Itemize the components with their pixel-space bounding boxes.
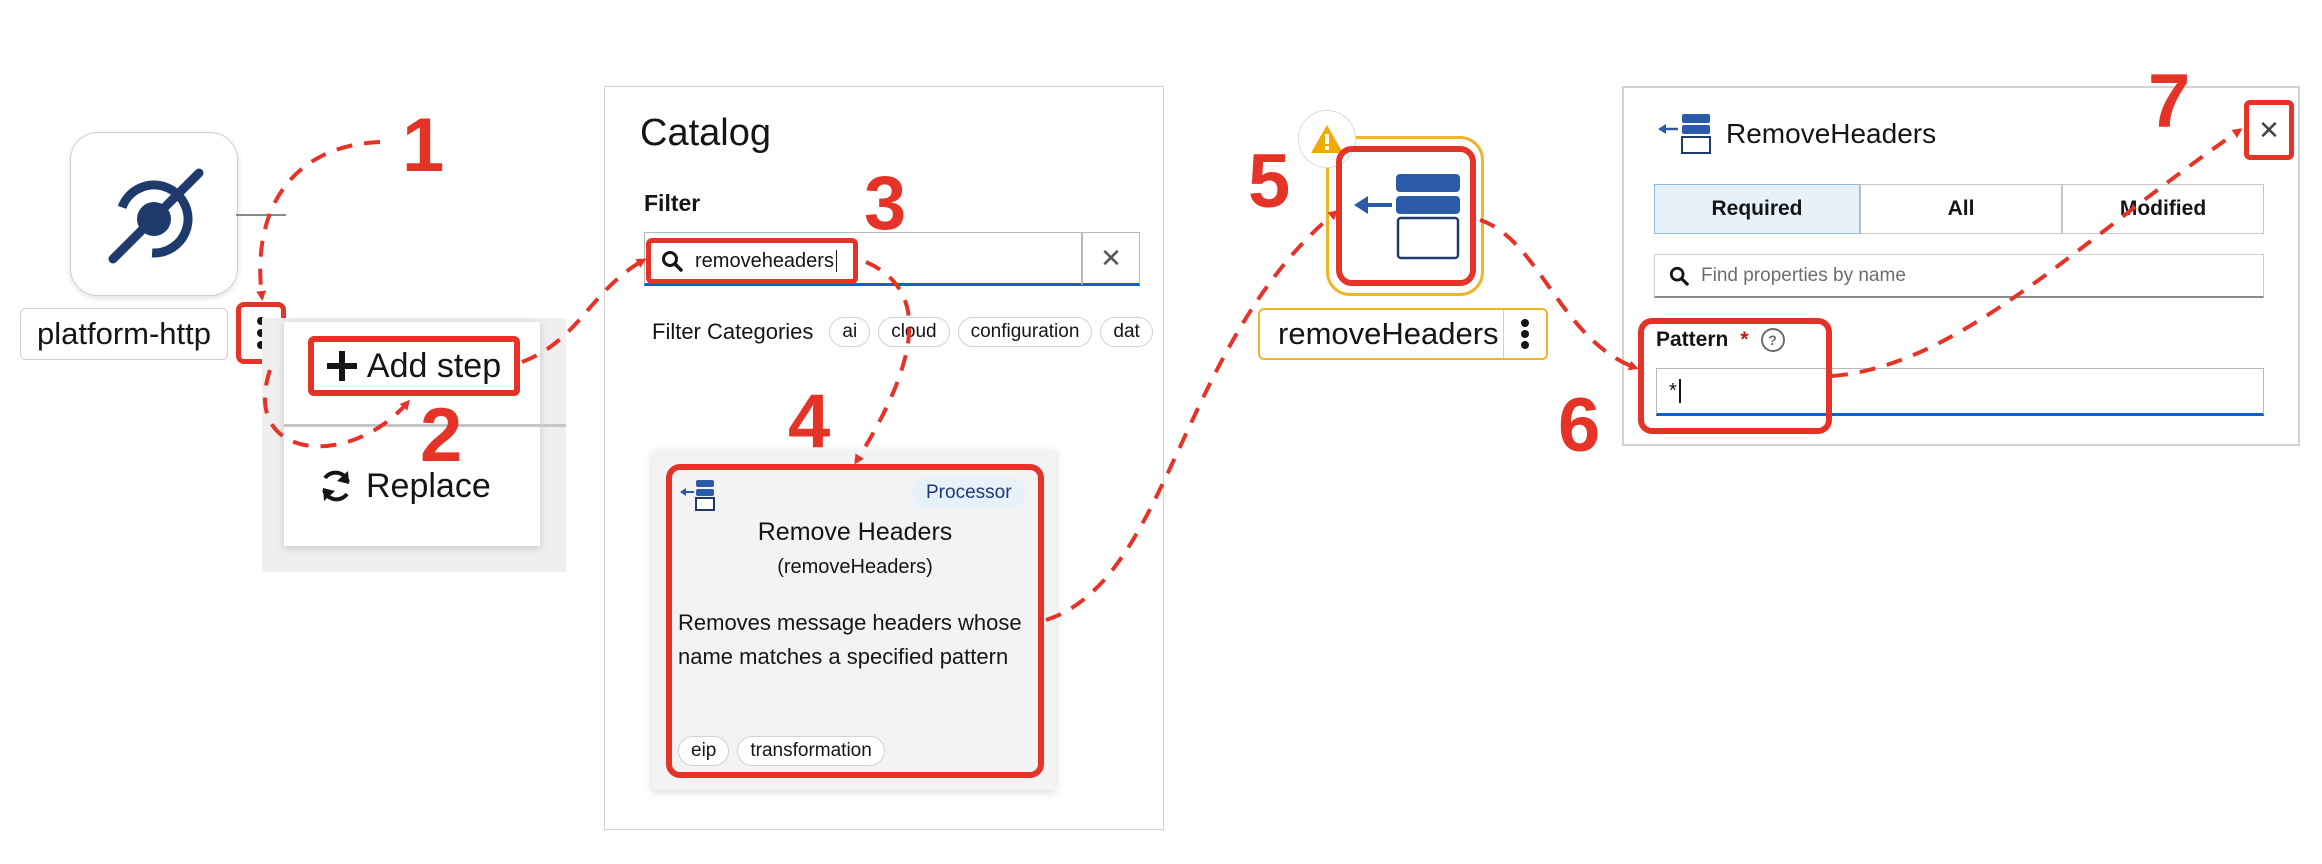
processor-badge: Processor <box>912 478 1026 508</box>
pattern-highlight <box>1638 318 1832 434</box>
step-number-2: 2 <box>420 393 463 478</box>
platform-http-node[interactable] <box>70 132 238 296</box>
category-chip-dat[interactable]: dat <box>1100 317 1153 347</box>
step-number-7: 7 <box>2148 59 2191 144</box>
filter-categories: Filter Categories ai cloud configuration… <box>652 312 1160 352</box>
pattern-field-label: Pattern * ? <box>1656 328 1785 352</box>
search-icon <box>662 251 683 272</box>
node-kebab-button[interactable] <box>1503 310 1546 358</box>
kebab-icon <box>1521 319 1529 349</box>
step-number-4: 4 <box>788 379 831 464</box>
remove-headers-icon <box>680 478 716 519</box>
tile-tags: eip transformation <box>678 736 885 766</box>
filter-label: Filter <box>644 190 701 216</box>
filter-categories-label: Filter Categories <box>652 319 814 344</box>
tile-title: Remove Headers <box>757 518 953 546</box>
step-number-3: 3 <box>864 161 907 246</box>
category-chip-cloud[interactable]: cloud <box>878 317 950 347</box>
tab-required[interactable]: Required <box>1654 184 1860 234</box>
pattern-value: * <box>1669 379 1677 402</box>
close-icon: ✕ <box>1100 242 1122 273</box>
warning-icon <box>1311 125 1343 153</box>
search-icon <box>1669 266 1689 286</box>
tag-eip: eip <box>678 736 730 766</box>
plus-icon <box>326 351 357 381</box>
node-label-platform-http[interactable]: platform-http <box>20 308 229 360</box>
close-button[interactable]: ✕ <box>2244 100 2294 160</box>
menu-divider <box>284 424 566 427</box>
search-input[interactable]: removeheaders <box>646 238 858 284</box>
tab-all[interactable]: All <box>1860 184 2062 234</box>
required-marker: * <box>1740 328 1749 351</box>
clear-search-button[interactable]: ✕ <box>1082 232 1140 286</box>
replace-menu-item[interactable]: Replace <box>318 458 491 514</box>
pattern-label-text: Pattern <box>1656 328 1729 351</box>
sync-icon <box>322 470 350 502</box>
arrow-step-1 <box>256 140 381 301</box>
close-icon: ✕ <box>2258 114 2280 145</box>
category-chip-ai[interactable]: ai <box>829 317 871 347</box>
add-step-menu-item[interactable]: Add step <box>308 336 520 396</box>
edge-connector <box>236 214 286 216</box>
remove-headers-icon-large <box>1354 174 1460 260</box>
config-title: RemoveHeaders <box>1726 118 1937 149</box>
node-highlight <box>1336 146 1476 286</box>
search-value: removeheaders <box>695 249 834 272</box>
text-cursor <box>835 250 837 272</box>
help-icon[interactable]: ? <box>1760 328 1785 352</box>
replace-label: Replace <box>366 466 491 505</box>
text-cursor <box>1678 379 1681 403</box>
tile-highlight <box>666 464 1044 778</box>
add-step-label: Add step <box>366 346 502 385</box>
tile-description: Removes message headers whose name match… <box>678 610 1022 669</box>
catalog-title: Catalog <box>640 112 771 154</box>
tag-transformation: transformation <box>737 736 885 766</box>
find-properties-input[interactable]: Find properties by name <box>1654 254 2264 298</box>
node-label-text: removeHeaders <box>1278 316 1499 351</box>
tile-subtitle: (removeHeaders) <box>777 556 933 578</box>
no-listening-icon <box>108 168 204 264</box>
category-chip-configuration[interactable]: configuration <box>957 317 1093 347</box>
tab-modified[interactable]: Modified <box>2062 184 2264 234</box>
step-number-5: 5 <box>1248 139 1291 224</box>
node-label-remove-headers[interactable]: removeHeaders <box>1258 308 1548 360</box>
remove-headers-icon <box>1658 112 1714 161</box>
find-placeholder: Find properties by name <box>1701 264 1906 286</box>
step-number-6: 6 <box>1558 383 1601 468</box>
step-number-1: 1 <box>402 103 445 188</box>
node-label-text: platform-http <box>37 316 212 351</box>
